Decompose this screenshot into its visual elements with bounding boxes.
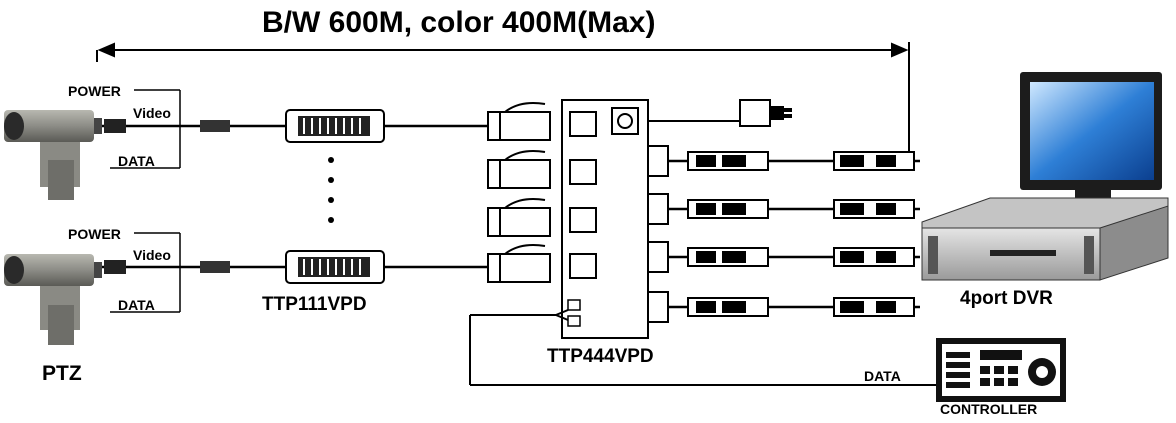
controller-device [936, 338, 1066, 402]
bnc-cable-3 [668, 247, 920, 267]
power-label-2: POWER [68, 226, 121, 242]
ellipsis-dots [328, 157, 334, 223]
bnc-cable-1 [668, 151, 920, 171]
rj45-plugs [487, 111, 551, 283]
monitor [1020, 72, 1162, 215]
dvr-unit [921, 197, 1169, 281]
power-adapter [648, 99, 792, 127]
ptz-label: PTZ [42, 362, 82, 385]
controller-label: CONTROLLER [940, 401, 1038, 417]
hub-ttp444vpd [561, 99, 669, 339]
inline-connector-2 [200, 261, 230, 273]
dvr-label: 4port DVR [960, 288, 1053, 309]
distance-title: B/W 600M, color 400M(Max) [262, 6, 656, 39]
transceiver-label: TTP111VPD [262, 294, 367, 315]
ptz-camera-1 [4, 110, 102, 200]
transceiver-1 [285, 109, 385, 143]
transceiver-2 [285, 250, 385, 284]
video-connector-1 [104, 119, 126, 133]
data-line [469, 309, 936, 386]
bnc-cable-4 [668, 297, 920, 317]
inline-connector-1 [200, 120, 230, 132]
distance-arrow [96, 42, 910, 168]
video-label-1: Video [133, 105, 171, 121]
video-connector-2 [104, 260, 126, 274]
controller-data-label: DATA [864, 368, 901, 384]
data-label-1: DATA [118, 153, 155, 169]
video-label-2: Video [133, 247, 171, 263]
hub-label: TTP444VPD [547, 346, 654, 367]
data-label-2: DATA [118, 297, 155, 313]
ptz-camera-2 [4, 254, 102, 345]
bnc-cable-2 [668, 199, 920, 219]
power-label-1: POWER [68, 83, 121, 99]
